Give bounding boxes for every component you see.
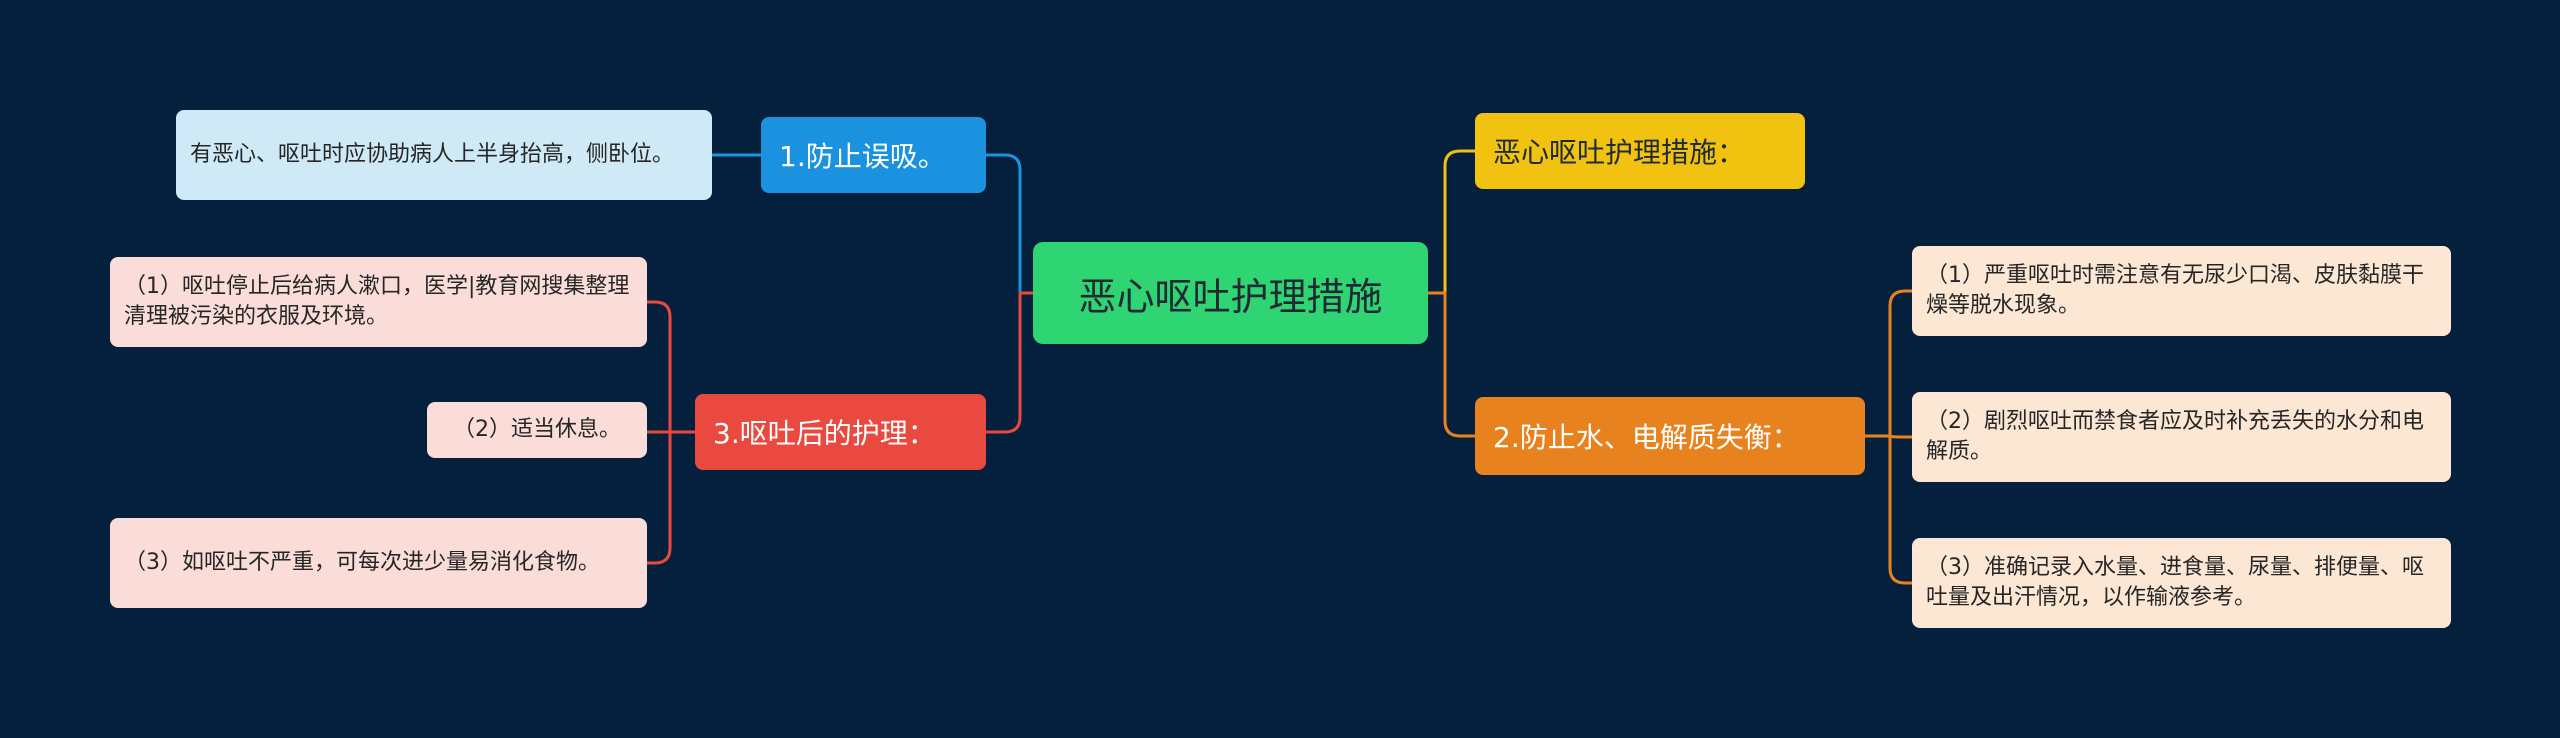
leaf-prevent-aspiration-1[interactable]: 有恶心、呕吐时应协助病人上半身抬高，侧卧位。 <box>176 110 712 200</box>
branch-nursing-measures-label: 恶心呕吐护理措施： <box>1493 136 1746 169</box>
branch-after-vomit-care[interactable]: 3.呕吐后的护理： <box>695 394 986 470</box>
link-after-vomit-leaf-3 <box>647 430 695 565</box>
branch-prevent-aspiration-label: 1.防止误吸。 <box>779 140 946 173</box>
branch-nursing-measures[interactable]: 恶心呕吐护理措施： <box>1475 113 1805 189</box>
link-center-fluid <box>1428 291 1475 438</box>
leaf-after-vomit-1[interactable]: （1）呕吐停止后给病人漱口，医学|教育网搜集整理清理被污染的衣服及环境。 <box>110 257 647 347</box>
leaf-text: （3）准确记录入水量、进食量、尿量、排便量、呕吐量及出汗情况，以作输液参考。 <box>1926 555 2424 610</box>
leaf-text: （2）剧烈呕吐而禁食者应及时补充丢失的水分和电解质。 <box>1926 409 2424 464</box>
link-center-measures <box>1428 149 1475 295</box>
leaf-after-vomit-2[interactable]: （2）适当休息。 <box>427 402 647 458</box>
leaf-text: （2）适当休息。 <box>453 417 621 442</box>
branch-fluid-balance[interactable]: 2.防止水、电解质失衡： <box>1475 397 1865 475</box>
leaf-text: （3）如呕吐不严重，可每次进少量易消化食物。 <box>124 550 600 575</box>
leaf-after-vomit-3[interactable]: （3）如呕吐不严重，可每次进少量易消化食物。 <box>110 518 647 608</box>
link-center-prevent-aspiration <box>986 153 1033 295</box>
leaf-text: 有恶心、呕吐时应协助病人上半身抬高，侧卧位。 <box>190 142 675 167</box>
central-topic-label: 恶心呕吐护理措施 <box>1078 274 1383 319</box>
leaf-fluid-balance-2[interactable]: （2）剧烈呕吐而禁食者应及时补充丢失的水分和电解质。 <box>1912 392 2451 482</box>
link-fluid-leaf-1 <box>1865 289 1912 438</box>
link-fluid-leaf-3 <box>1865 434 1912 585</box>
leaf-text: （1）严重呕吐时需注意有无尿少口渴、皮肤黏膜干燥等脱水现象。 <box>1926 263 2424 318</box>
central-topic[interactable]: 恶心呕吐护理措施 <box>1033 242 1428 344</box>
branch-after-vomit-care-label: 3.呕吐后的护理： <box>713 417 936 450</box>
link-center-after-vomit <box>986 291 1033 434</box>
leaf-fluid-balance-3[interactable]: （3）准确记录入水量、进食量、尿量、排便量、呕吐量及出汗情况，以作输液参考。 <box>1912 538 2451 628</box>
leaf-fluid-balance-1[interactable]: （1）严重呕吐时需注意有无尿少口渴、皮肤黏膜干燥等脱水现象。 <box>1912 246 2451 336</box>
branch-fluid-balance-label: 2.防止水、电解质失衡： <box>1493 421 1800 454</box>
branch-prevent-aspiration[interactable]: 1.防止误吸。 <box>761 117 986 193</box>
link-after-vomit-leaf-1 <box>647 300 695 434</box>
leaf-text: （1）呕吐停止后给病人漱口，医学|教育网搜集整理清理被污染的衣服及环境。 <box>124 274 630 329</box>
